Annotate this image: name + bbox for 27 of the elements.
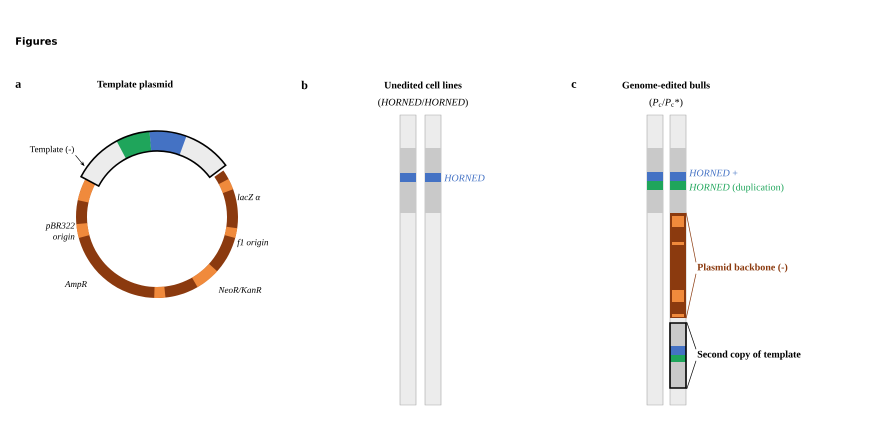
panel-title: Genome-edited bulls <box>622 81 710 89</box>
heading: Figures <box>16 37 57 47</box>
leader-line <box>686 322 696 350</box>
leader-line <box>686 360 696 390</box>
label-text: Plasmid backbone (-) <box>697 263 788 273</box>
label-text: Template (-) <box>30 146 74 154</box>
feature-label: f1 origin <box>237 238 268 248</box>
genotype-label: (HORNED/HORNED) <box>378 98 468 108</box>
panel-letter: c <box>572 82 576 88</box>
gene-label: HORNED + <box>689 170 738 176</box>
gene-label: HORNED (duplication) <box>689 183 784 193</box>
backbone-segment <box>670 213 686 318</box>
feature-label: AmpR <box>64 281 87 289</box>
panel-title: Unedited cell lines <box>384 81 462 89</box>
leader-line <box>686 212 696 263</box>
feature-label: pBR322 origin <box>45 222 75 242</box>
panel-title: Template plasmid <box>97 80 173 90</box>
genotype-label: (P$_{c}$/P$_{c}$*) <box>650 98 682 108</box>
feature-label: lacZ α <box>238 194 260 200</box>
panel-letter: b <box>301 80 308 90</box>
feature-label: NeoR/KanR <box>218 287 262 294</box>
template-arc <box>80 130 226 187</box>
template-segment <box>669 322 687 389</box>
panel-letter: a <box>16 82 22 88</box>
leader-line <box>686 273 696 319</box>
label-text: Second copy of template <box>698 350 801 360</box>
gene-label: HORNED <box>444 174 485 182</box>
